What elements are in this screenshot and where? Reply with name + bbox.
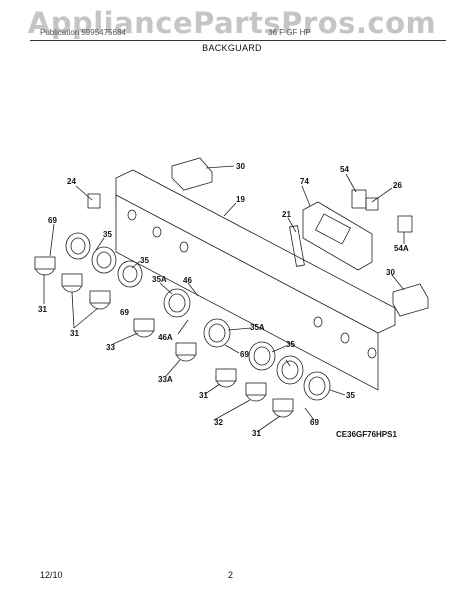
section-title: BACKGUARD — [202, 43, 262, 53]
publication-number: Publication 5995475684 — [40, 28, 126, 37]
callout-label: 35 — [346, 391, 355, 400]
backguard-front-face — [115, 194, 379, 391]
footer-date: 12/10 — [40, 570, 63, 580]
callout-label: 35 — [103, 230, 112, 239]
callout-label: 19 — [236, 195, 245, 204]
callout-label: 32 — [214, 418, 223, 427]
callout-label: 33 — [106, 343, 115, 352]
callout-label: 30 — [386, 268, 395, 277]
callout-label: 69 — [48, 216, 57, 225]
callout-label: 24 — [67, 177, 76, 186]
model-number: 36 F GF HP — [268, 28, 311, 37]
watermark: AppliancePartsPros.com — [27, 6, 437, 40]
callout-label: 26 — [393, 181, 402, 190]
callout-label: 69 — [120, 308, 129, 317]
bracket-top — [171, 157, 213, 191]
callout-label: 46 — [183, 276, 192, 285]
callout-label: 31 — [38, 305, 47, 314]
bracket-right — [392, 283, 429, 317]
callout-label: 31 — [70, 329, 79, 338]
callout-label: 46A — [158, 333, 173, 342]
callout-label: 31 — [252, 429, 261, 438]
callout-label: 35A — [152, 275, 167, 284]
ignition-bracket — [302, 201, 373, 271]
callout-label: 30 — [236, 162, 245, 171]
callout-label: 35A — [250, 323, 265, 332]
callout-label: 54A — [394, 244, 409, 253]
callout-label: 31 — [199, 391, 208, 400]
callout-label: 54 — [340, 165, 349, 174]
callout-label: 74 — [300, 177, 309, 186]
callout-label: 33A — [158, 375, 173, 384]
callout-label: 69 — [310, 418, 319, 427]
callout-label: 69 — [240, 350, 249, 359]
header-rule — [30, 40, 446, 41]
callout-label: 21 — [282, 210, 291, 219]
page-number: 2 — [228, 570, 234, 580]
callout-label: 35 — [140, 256, 149, 265]
diagram-code: CE36GF76HPS1 — [336, 430, 397, 439]
callout-label: 35 — [286, 340, 295, 349]
